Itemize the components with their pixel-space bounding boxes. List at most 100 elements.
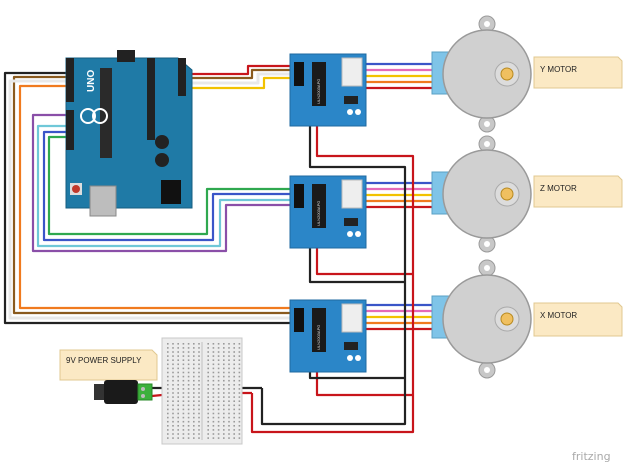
breadboard-hole xyxy=(177,359,179,361)
wire-power-black-z xyxy=(308,240,405,284)
breadboard-hole xyxy=(172,429,174,431)
breadboard-hole xyxy=(223,375,225,378)
breadboard-hole xyxy=(193,379,195,382)
breadboard-hole xyxy=(177,425,179,427)
driver-board-x: ULN2003APG xyxy=(289,299,367,373)
stepper-motor-y xyxy=(431,15,532,133)
breadboard-hole xyxy=(198,420,200,423)
breadboard-hole xyxy=(212,359,215,361)
breadboard-hole xyxy=(228,367,230,370)
breadboard-hole xyxy=(228,371,230,374)
breadboard-hole xyxy=(223,379,225,382)
breadboard-hole xyxy=(187,355,190,357)
breadboard-hole xyxy=(238,388,241,390)
breadboard-hole xyxy=(177,392,179,394)
breadboard-hole xyxy=(167,343,169,345)
breadboard-hole xyxy=(187,404,190,407)
breadboard-hole xyxy=(198,429,200,431)
breadboard-hole xyxy=(223,433,225,435)
breadboard-hole xyxy=(217,425,220,427)
breadboard-hole xyxy=(172,343,174,345)
breadboard-hole xyxy=(228,425,230,427)
wire-z-in4 xyxy=(47,135,290,236)
breadboard-hole xyxy=(172,351,174,353)
breadboard-hole xyxy=(182,412,185,415)
breadboard xyxy=(161,337,243,445)
breadboard-hole xyxy=(217,420,220,423)
breadboard-hole xyxy=(223,437,225,439)
breadboard-hole xyxy=(212,371,215,374)
wire-z-in3 xyxy=(42,130,290,242)
breadboard-hole xyxy=(182,359,185,361)
breadboard-hole xyxy=(217,408,220,411)
breadboard-hole xyxy=(217,400,220,402)
driver-board-z: ULN2003APG xyxy=(289,175,367,249)
breadboard-hole xyxy=(182,408,185,411)
arduino-board: UNO xyxy=(65,50,193,217)
breadboard-hole xyxy=(238,363,241,366)
breadboard-hole xyxy=(238,375,241,378)
capacitor-1 xyxy=(155,135,169,149)
breadboard-hole xyxy=(172,347,174,349)
breadboard-hole xyxy=(212,379,215,382)
breadboard-hole xyxy=(198,433,200,435)
breadboard-hole xyxy=(223,343,225,345)
breadboard-hole xyxy=(182,351,185,353)
wire-y-in3 xyxy=(186,72,290,85)
breadboard-hole xyxy=(167,351,169,353)
wire-y-in1 xyxy=(186,64,290,76)
breadboard-hole xyxy=(182,420,185,423)
breadboard-hole xyxy=(223,412,225,415)
wire-x-in1 xyxy=(12,75,290,315)
breadboard-hole xyxy=(217,384,220,386)
breadboard-hole xyxy=(217,392,220,394)
breadboard-hole xyxy=(167,347,169,349)
breadboard-hole xyxy=(182,416,185,419)
breadboard-hole xyxy=(207,343,209,345)
breadboard-hole xyxy=(228,404,230,407)
breadboard-hole xyxy=(177,433,179,435)
breadboard-hole xyxy=(187,420,190,423)
breadboard-hole xyxy=(193,343,195,345)
breadboard-hole xyxy=(182,437,185,439)
breadboard-hole xyxy=(238,359,241,361)
breadboard-hole xyxy=(172,355,174,357)
arduino-logo-icon xyxy=(80,108,108,124)
breadboard-hole xyxy=(233,425,235,427)
breadboard-hole xyxy=(193,355,195,357)
breadboard-hole xyxy=(233,437,235,439)
breadboard-hole xyxy=(177,404,179,407)
breadboard-hole xyxy=(207,400,209,402)
breadboard-hole xyxy=(233,429,235,431)
breadboard-hole xyxy=(233,384,235,386)
breadboard-hole xyxy=(167,396,169,398)
note-z-motor: Z MOTOR xyxy=(533,175,623,208)
breadboard-hole xyxy=(212,384,215,386)
breadboard-hole xyxy=(193,359,195,361)
breadboard-hole xyxy=(233,433,235,435)
y-motor-label: Y MOTOR xyxy=(540,65,577,74)
breadboard-hole xyxy=(217,371,220,374)
note-x-motor: X MOTOR xyxy=(533,302,623,337)
breadboard-hole xyxy=(193,425,195,427)
breadboard-hole xyxy=(172,388,174,390)
breadboard-hole xyxy=(172,416,174,419)
breadboard-hole xyxy=(228,379,230,382)
note-power-supply: 9V POWER SUPPLY xyxy=(59,349,158,381)
breadboard-hole xyxy=(193,347,195,349)
breadboard-hole xyxy=(172,400,174,402)
breadboard-hole xyxy=(207,363,209,366)
breadboard-hole xyxy=(198,416,200,419)
breadboard-hole xyxy=(207,392,209,394)
breadboard-holes xyxy=(167,343,241,439)
breadboard-hole xyxy=(233,396,235,398)
breadboard-hole xyxy=(212,351,215,353)
breadboard-hole xyxy=(212,433,215,435)
breadboard-hole xyxy=(217,404,220,407)
breadboard-hole xyxy=(207,384,209,386)
breadboard-hole xyxy=(217,343,220,345)
breadboard-hole xyxy=(233,343,235,345)
breadboard-hole xyxy=(228,396,230,398)
breadboard-hole xyxy=(223,392,225,394)
usb-port xyxy=(89,185,117,217)
